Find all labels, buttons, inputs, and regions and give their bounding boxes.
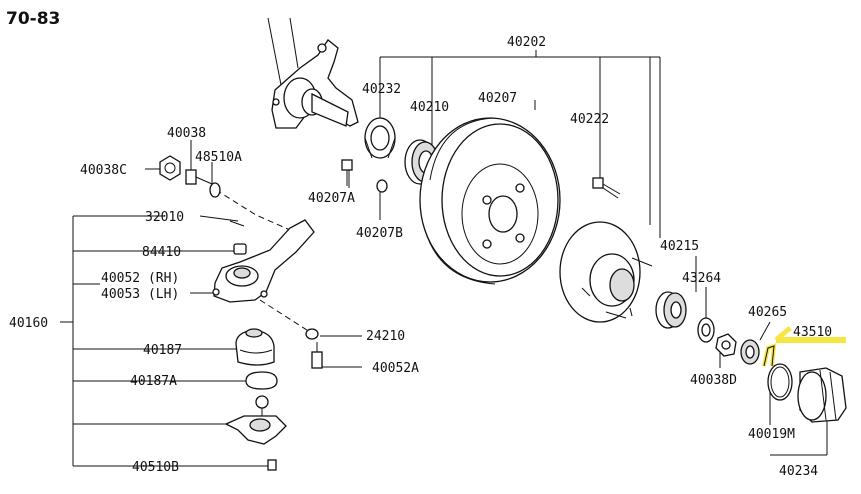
outer-bearing <box>655 291 687 329</box>
label-40052a: 40052A <box>372 361 419 376</box>
washer-24210 <box>305 328 319 340</box>
diagram-title: 70-83 <box>6 9 60 29</box>
label-40215: 40215 <box>660 239 699 254</box>
label-40187a: 40187A <box>130 374 177 389</box>
label-43510-highlighted: 43510 <box>793 325 832 340</box>
grease-cap <box>797 367 847 423</box>
nut-40038d <box>715 333 737 357</box>
label-40232: 40232 <box>362 82 401 97</box>
bolt-40038 <box>185 169 213 185</box>
brake-rotor <box>419 117 561 285</box>
washer-48510a <box>209 182 221 198</box>
steering-knuckle <box>267 17 359 129</box>
label-40160: 40160 <box>9 316 48 331</box>
label-40052-rh: 40052 (RH) <box>101 271 179 286</box>
label-24210: 24210 <box>366 329 405 344</box>
label-40038d: 40038D <box>690 373 737 388</box>
knuckle-arm <box>212 219 315 303</box>
hub-stud <box>592 177 621 199</box>
nut-40038c <box>159 155 181 181</box>
wheel-hub <box>559 221 653 323</box>
label-48510a: 48510A <box>195 150 242 165</box>
adjusting-cap <box>740 339 760 365</box>
cotter-pin-highlighted <box>762 326 846 367</box>
label-40210: 40210 <box>410 100 449 115</box>
bolt-40052a <box>311 342 323 369</box>
label-40265: 40265 <box>748 305 787 320</box>
label-40207: 40207 <box>478 91 517 106</box>
label-40222: 40222 <box>570 112 609 127</box>
ball-joint <box>224 395 287 445</box>
label-40187: 40187 <box>143 343 182 358</box>
label-40202: 40202 <box>507 35 546 50</box>
ball-joint-boot <box>235 328 275 366</box>
label-32010: 32010 <box>145 210 184 225</box>
label-40207a: 40207A <box>308 191 355 206</box>
label-84410: 84410 <box>142 245 181 260</box>
washer-43264 <box>697 317 715 343</box>
nut-40510b <box>267 459 277 471</box>
label-40207b: 40207B <box>356 226 403 241</box>
label-40510b: 40510B <box>132 460 179 475</box>
label-40038c: 40038C <box>80 163 127 178</box>
bearing-40232 <box>364 117 396 159</box>
label-43264: 43264 <box>682 271 721 286</box>
snap-ring <box>245 371 278 390</box>
label-40038: 40038 <box>167 126 206 141</box>
label-40053-lh: 40053 (LH) <box>101 287 179 302</box>
label-40234: 40234 <box>779 464 818 479</box>
bolt-40207a <box>341 159 353 186</box>
washer-40207b <box>376 179 388 193</box>
o-ring <box>767 363 793 401</box>
label-40019m: 40019M <box>748 427 795 442</box>
